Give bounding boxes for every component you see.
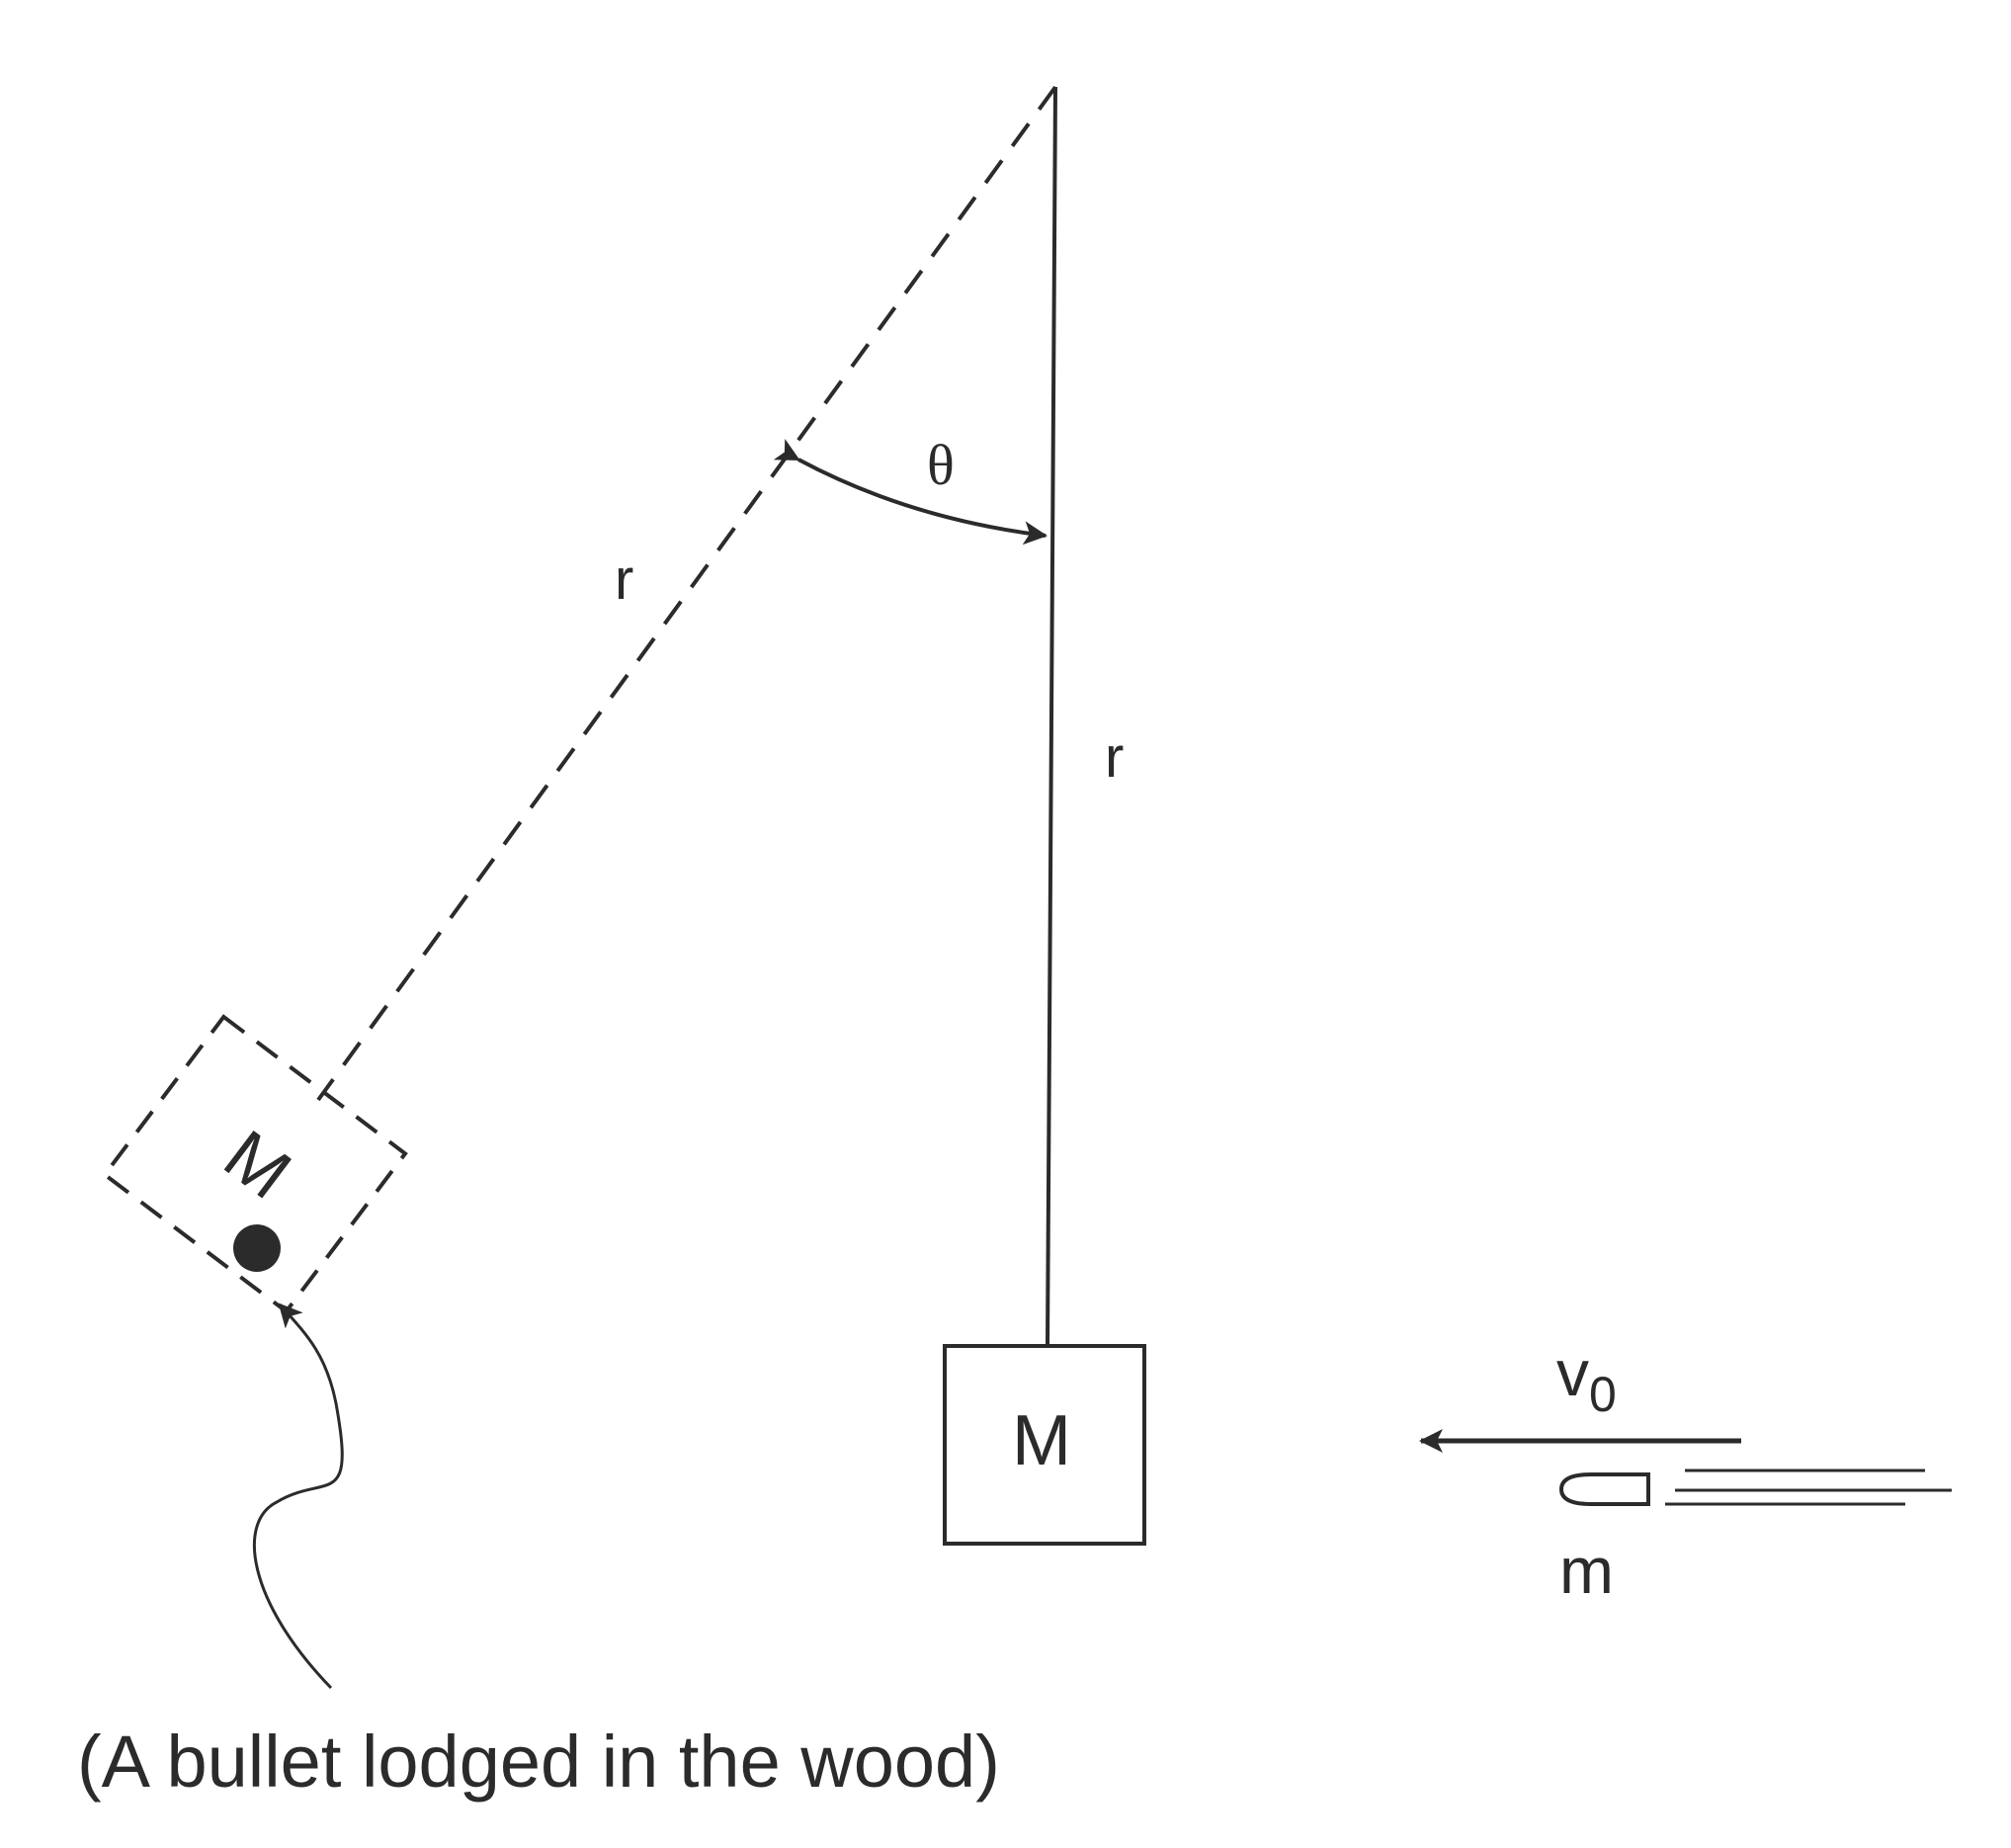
pendulum-string-vertical bbox=[1046, 86, 1057, 1347]
label-block-hanging: M bbox=[1012, 1401, 1071, 1480]
label-theta: θ bbox=[927, 433, 955, 497]
theta-angle-arc bbox=[773, 439, 1047, 546]
label-r-dashed: r bbox=[615, 547, 633, 612]
label-block-swung: M bbox=[209, 1116, 304, 1215]
swung-block bbox=[102, 1014, 408, 1314]
label-bullet-mass: m bbox=[1559, 1534, 1614, 1607]
caption: (A bullet lodged in the wood) bbox=[77, 1721, 1000, 1803]
lodged-bullet-dot bbox=[233, 1224, 281, 1272]
label-velocity: v0 bbox=[1556, 1336, 1617, 1422]
bullet-icon bbox=[1558, 1472, 1650, 1506]
pendulum-string-swung bbox=[316, 85, 1057, 1102]
hanging-block bbox=[943, 1344, 1146, 1546]
caption-pointer-arrow bbox=[252, 1302, 344, 1690]
velocity-symbol: v bbox=[1556, 1336, 1589, 1409]
velocity-subscript: 0 bbox=[1589, 1367, 1617, 1422]
label-r-vertical: r bbox=[1105, 725, 1124, 790]
